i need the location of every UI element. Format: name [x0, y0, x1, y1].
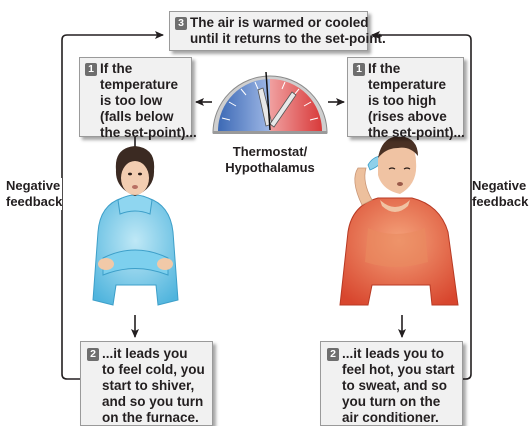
right-feedback-line-1: Negative [472, 178, 530, 194]
right-response-box: 2...it leads you to feel hot, you start … [320, 341, 463, 426]
left-negative-feedback-label: Negative feedback [6, 178, 62, 210]
step-number-badge: 1 [353, 63, 365, 76]
thermostat-dial-icon [213, 72, 327, 134]
left-condition-line-2: temperature [85, 77, 186, 93]
left-condition-line-3: is too low [85, 93, 186, 109]
right-condition-line-4: (rises above [353, 109, 458, 125]
right-response-line-5: air conditioner. [327, 410, 456, 426]
right-response-line-1: ...it leads you to [342, 346, 444, 361]
step-number-badge: 3 [175, 17, 187, 30]
left-response-line-3: start to shiver, [87, 378, 206, 394]
top-box-line-2: until it returns to the set-point. [175, 31, 362, 47]
left-feedback-line-1: Negative [6, 178, 62, 194]
top-box-line-1: The air is warmed or cooled [190, 15, 369, 30]
right-negative-feedback-label: Negative feedback [472, 178, 530, 210]
left-response-line-5: on the furnace. [87, 410, 206, 426]
thermostat-label-line-1: Thermostat/ [218, 144, 322, 160]
shivering-person-illustration [93, 146, 178, 305]
left-response-box: 2...it leads you to feel cold, you start… [80, 341, 213, 426]
right-response-line-2: feel hot, you start [327, 362, 456, 378]
left-response-line-1: ...it leads you [102, 346, 188, 361]
left-condition-line-4: (falls below [85, 109, 186, 125]
left-condition-line-1: If the [100, 61, 132, 76]
right-condition-line-1: If the [368, 61, 400, 76]
right-condition-line-5: the set-point)... [353, 125, 458, 141]
right-condition-line-2: temperature [353, 77, 458, 93]
right-feedback-line-2: feedback [472, 194, 530, 210]
left-response-line-2: to feel cold, you [87, 362, 206, 378]
step-number-badge: 2 [87, 348, 99, 361]
right-response-line-3: to sweat, and so [327, 378, 456, 394]
right-condition-line-3: is too high [353, 93, 458, 109]
step-number-badge: 1 [85, 63, 97, 76]
left-condition-line-5: the set-point)... [85, 125, 186, 141]
step-number-badge: 2 [327, 348, 339, 361]
left-feedback-line-2: feedback [6, 194, 62, 210]
sweating-person-illustration [340, 136, 458, 305]
thermostat-label: Thermostat/ Hypothalamus [218, 144, 322, 176]
right-response-line-4: you turn on the [327, 394, 456, 410]
left-response-line-4: and so you turn [87, 394, 206, 410]
thermostat-label-line-2: Hypothalamus [218, 160, 322, 176]
